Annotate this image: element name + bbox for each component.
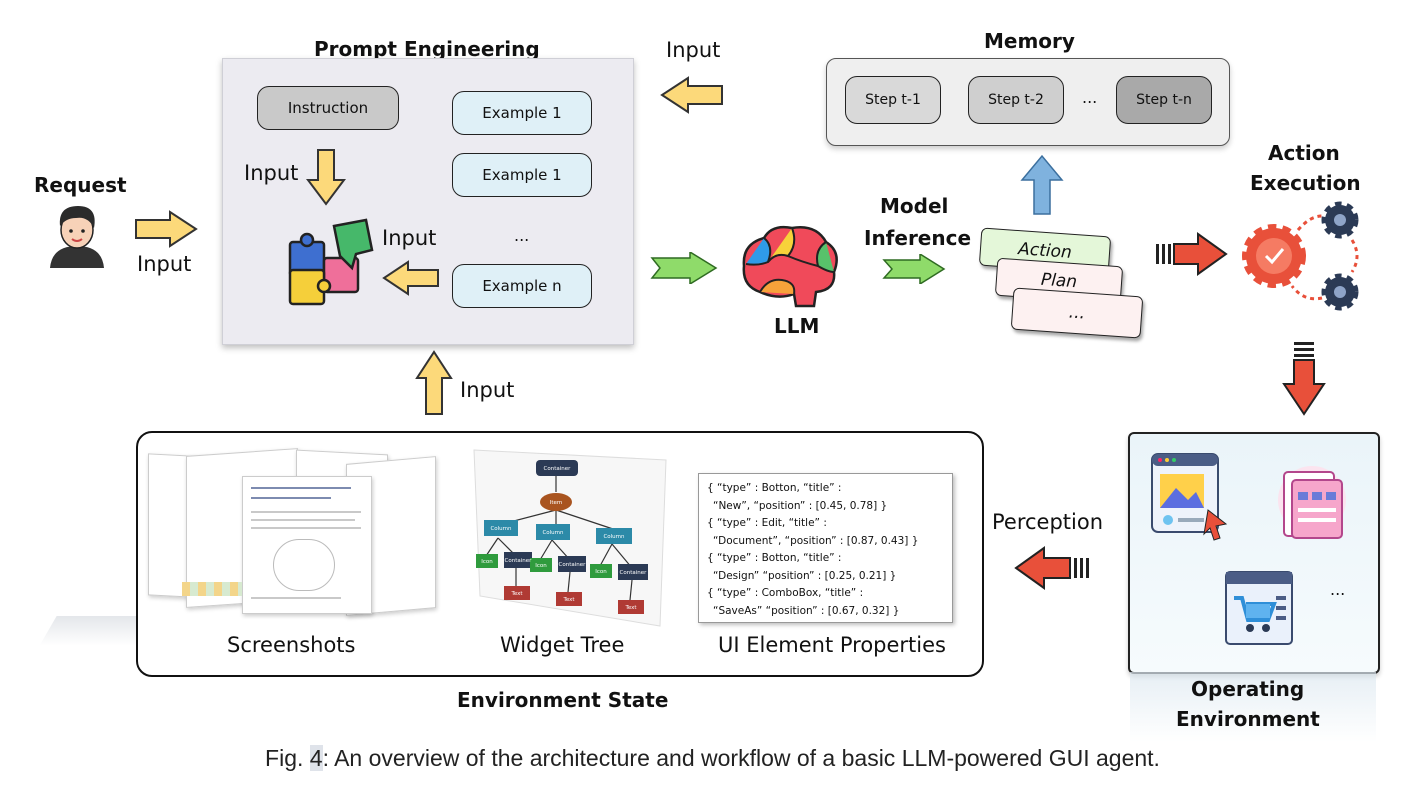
request-input-label: Input xyxy=(137,252,192,276)
tree-leaf-4-text: Container xyxy=(559,562,587,568)
tree-leaf-1-text: Icon xyxy=(481,559,493,565)
operating-environment-line1: Operating xyxy=(1191,677,1305,701)
caption-prefix: Fig. xyxy=(265,745,310,771)
model-inference-line2: Inference xyxy=(864,226,972,250)
tree-text-3-text: Text xyxy=(624,605,637,611)
json-line-6: “Design” “position” : [0.25, 0.21] } xyxy=(713,569,897,582)
tree-text-1-text: Text xyxy=(510,591,523,597)
green-right-arrow-icon xyxy=(650,252,718,284)
action-execution-line1: Action xyxy=(1268,141,1340,165)
request-title: Request xyxy=(34,173,127,197)
operating-environment-line2: Environment xyxy=(1176,707,1320,731)
model-inference-line1: Model xyxy=(880,194,949,218)
perception-label: Perception xyxy=(992,510,1104,534)
memory-step-1: Step t-1 xyxy=(845,76,941,124)
widget-tree-diagram: Container Item Column Column Column Icon… xyxy=(473,449,667,627)
figure-caption: Fig. 4: An overview of the architecture … xyxy=(0,745,1425,772)
web-page-icon xyxy=(1278,466,1346,539)
instruction-box: Instruction xyxy=(257,86,399,130)
tree-column-3-text: Column xyxy=(603,534,625,540)
environment-state-title: Environment State xyxy=(457,688,669,712)
llm-label: LLM xyxy=(774,314,820,338)
instruction-input-label: Input xyxy=(244,161,299,185)
tree-column-2-text: Column xyxy=(542,530,564,536)
tree-item-text: Item xyxy=(550,500,563,506)
operating-environment-reflection xyxy=(1130,672,1376,742)
memory-step-n: Step t-n xyxy=(1116,76,1212,124)
memory-title: Memory xyxy=(984,29,1075,53)
memory-input-label: Input xyxy=(666,38,721,62)
blue-up-arrow-icon xyxy=(1020,154,1064,215)
example-ellipsis: ... xyxy=(514,226,530,245)
yellow-left-arrow-icon xyxy=(382,260,439,296)
screenshots-stack xyxy=(146,448,446,620)
example-box-2: Example 1 xyxy=(452,153,592,197)
ui-element-properties-label: UI Element Properties xyxy=(718,633,946,657)
yellow-left-arrow-memory-icon xyxy=(660,76,723,114)
yellow-right-arrow-request-icon xyxy=(135,210,198,248)
memory-step-ellipsis: ... xyxy=(1082,88,1098,107)
yellow-up-arrow-icon xyxy=(415,350,453,415)
memory-step-2: Step t-2 xyxy=(968,76,1064,124)
puzzle-icon xyxy=(288,218,374,306)
json-line-7: { “type” : ComboBox, “title” : xyxy=(707,587,864,599)
red-left-arrow-icon xyxy=(1014,546,1089,590)
tree-leaf-5-text: Icon xyxy=(595,569,607,575)
tree-text-2-text: Text xyxy=(562,597,575,603)
json-line-4: “Document”, “position” : [0.87, 0.43] } xyxy=(713,534,919,547)
ui-element-properties-card: { “type” : Botton, “title” : “New”, “pos… xyxy=(698,473,953,623)
json-line-2: “New”, “position” : [0.45, 0.78] } xyxy=(713,499,888,512)
operating-env-ellipsis: ... xyxy=(1330,580,1346,599)
puzzle-input-label: Input xyxy=(382,226,437,250)
llm-brain-icon xyxy=(742,225,838,308)
tree-leaf-2-text: Container xyxy=(505,558,533,564)
yellow-down-arrow-icon xyxy=(306,149,346,206)
tree-column-1-text: Column xyxy=(490,526,512,532)
green-right-arrow-inference-icon xyxy=(882,254,946,284)
more-output-card: ... xyxy=(1010,287,1144,339)
environment-input-label: Input xyxy=(460,378,515,402)
json-line-8: “SaveAs” “position” : [0.67, 0.32] } xyxy=(713,604,900,617)
tree-root-text: Container xyxy=(544,466,572,472)
prompt-engineering-title: Prompt Engineering xyxy=(314,37,540,61)
json-line-1: { “type” : Botton, “title” : xyxy=(707,482,842,494)
user-avatar-icon xyxy=(50,206,104,268)
shopping-cart-window-icon xyxy=(1225,571,1293,645)
app-window-icon xyxy=(1151,453,1228,541)
screenshots-label: Screenshots xyxy=(227,633,356,657)
gears-icon xyxy=(1242,201,1359,311)
caption-text: : An overview of the architecture and wo… xyxy=(322,745,1160,771)
caption-number: 4 xyxy=(309,745,323,771)
tree-leaf-6-text: Container xyxy=(620,570,648,576)
action-execution-line2: Execution xyxy=(1250,171,1361,195)
red-down-arrow-icon xyxy=(1282,342,1326,416)
tree-leaf-3-text: Icon xyxy=(535,563,547,569)
red-right-arrow-icon xyxy=(1156,232,1228,276)
json-line-5: { “type” : Botton, “title” : xyxy=(707,552,842,564)
example-box-1: Example 1 xyxy=(452,91,592,135)
widget-tree-label: Widget Tree xyxy=(500,633,625,657)
json-line-3: { “type” : Edit, “title” : xyxy=(707,517,827,529)
example-box-n: Example n xyxy=(452,264,592,308)
